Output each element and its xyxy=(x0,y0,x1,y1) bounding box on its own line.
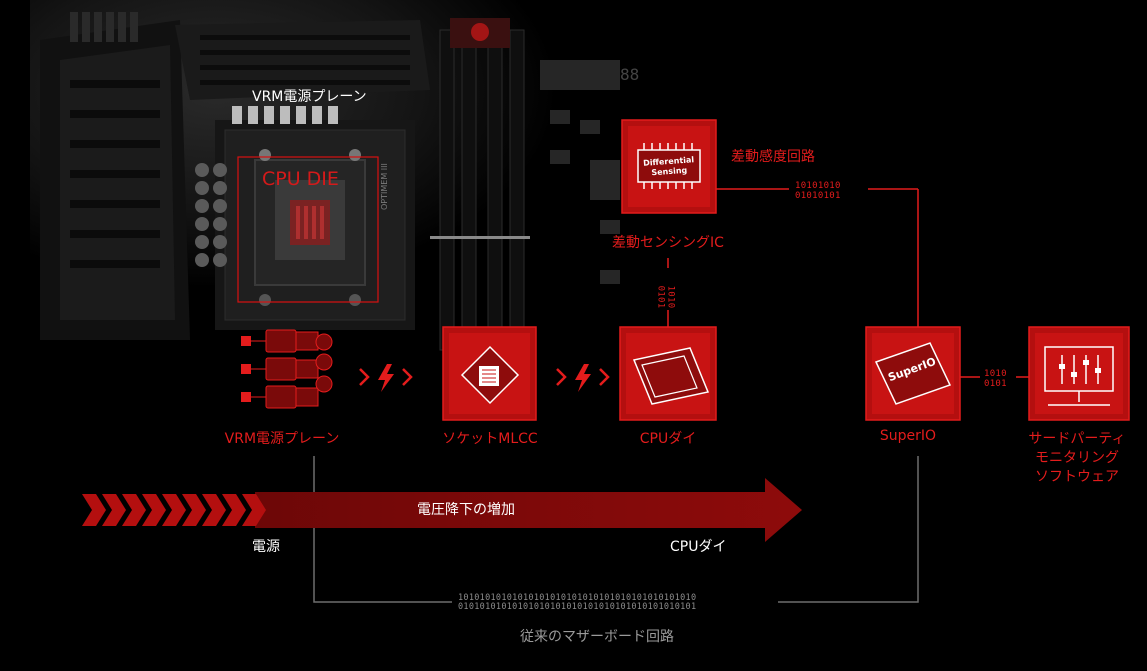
cpu-die-end-label: CPUダイ xyxy=(670,539,727,555)
red-connectors xyxy=(667,188,1029,378)
superio-label: SuperIO xyxy=(879,428,937,444)
voltage-drop-arrow xyxy=(82,478,802,542)
differential-ic-label: 差動センシングIC xyxy=(612,235,724,251)
monitoring-software-node xyxy=(1028,326,1130,421)
binary-bottom-line2: 0101010101010101010101010101010101010101… xyxy=(458,602,697,612)
socket-mlcc-node xyxy=(442,326,537,421)
binary-top-right-line1: 10101010 xyxy=(795,181,841,191)
binary-sm-line2: 0101 xyxy=(984,379,1007,389)
third-party-line3: ソフトウェア xyxy=(1034,469,1119,485)
cpu-die-label: CPUダイ xyxy=(639,431,697,447)
binary-bottom-line1: 1010101010101010101010101010101010101010… xyxy=(458,593,697,603)
monitor-icon xyxy=(1044,346,1114,406)
binary-sm-line1: 1010 xyxy=(984,369,1007,379)
chip-icon xyxy=(637,143,701,189)
svg-text:88: 88 xyxy=(620,65,639,84)
binary-top-right-line2: 01010101 xyxy=(795,191,841,201)
binary-vertical-line1: 1010 xyxy=(665,285,676,309)
cpu-die-node xyxy=(619,326,717,421)
voltage-drop-title: 電圧降下の増加 xyxy=(417,502,515,518)
conventional-circuit-label: 従来のマザーボード回路 xyxy=(520,629,674,645)
chevron-arrow-icon xyxy=(359,368,610,386)
superio-node xyxy=(865,326,961,421)
binary-superio-monitor: 1010 0101 xyxy=(984,369,1007,389)
socket-mlcc-label: ソケットMLCC xyxy=(442,431,538,447)
ram-label: OPTIMEM III xyxy=(380,163,389,210)
lightning-icon xyxy=(378,364,591,392)
motherboard-image: 88 xyxy=(30,0,650,360)
power-source-label: 電源 xyxy=(252,539,280,555)
third-party-line2: モニタリング xyxy=(1034,450,1119,466)
binary-vertical-line2: 0101 xyxy=(655,285,666,309)
differential-circuit-label: 差動感度回路 xyxy=(731,149,815,165)
third-party-line1: サードパーティ xyxy=(1028,431,1126,447)
binary-bottom: 1010101010101010101010101010101010101010… xyxy=(458,594,696,612)
cpu-die-highlight xyxy=(237,156,379,303)
differential-sensing-ic xyxy=(621,119,717,214)
vrm-board-label: VRM電源プレーン xyxy=(252,89,367,105)
third-party-label: サードパーティ モニタリング ソフトウェア xyxy=(1028,430,1125,487)
differential-chip-text: Differential Sensing xyxy=(642,155,695,179)
conventional-circuit-line xyxy=(313,456,919,603)
vrm-icon xyxy=(241,329,333,409)
cpu-die-overlay-label: CPU DIE xyxy=(262,168,339,190)
binary-vertical: 1010 0101 xyxy=(655,286,675,309)
binary-top-right: 10101010 01010101 xyxy=(795,181,841,201)
vrm-label: VRM電源プレーン xyxy=(224,431,340,447)
